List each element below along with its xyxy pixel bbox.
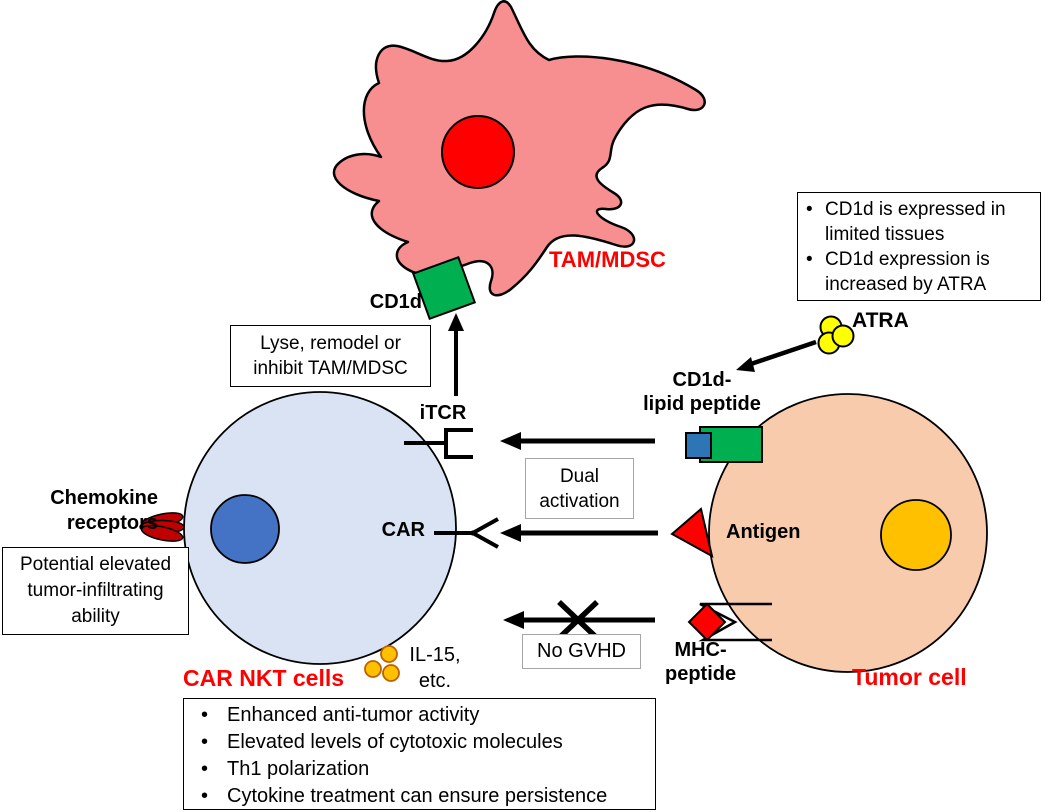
antigen-label: Antigen	[726, 521, 801, 543]
cd1d-info-item: CD1d expression is increased by ATRA	[798, 247, 1040, 297]
nkt-benefit-item: Th1 polarization	[184, 756, 655, 783]
itcr-receptor	[404, 428, 473, 459]
antigen-molecule	[670, 507, 714, 558]
cd1d-info-item: CD1d is expressed in limited tissues	[798, 197, 1040, 247]
tumor-cell-label: Tumor cell	[852, 664, 967, 690]
car-label: CAR	[381, 519, 425, 541]
il15-label: IL-15, etc.	[409, 644, 461, 692]
car-nkt-cells-label: CAR NKT cells	[183, 665, 345, 691]
itcr-label: iTCR	[419, 402, 467, 424]
tam-mdsc-cell	[332, 0, 706, 297]
cd1d-lipid-peptide-label: CD1d- lipid peptide	[643, 369, 761, 415]
tam-mdsc-label: TAM/MDSC	[549, 247, 666, 272]
lyse-remodel-box: Lyse, remodel or inhibit TAM/MDSC	[230, 325, 431, 387]
il15-molecules	[364, 645, 400, 682]
lysis-arrow	[448, 313, 464, 396]
x-mark-icon	[557, 600, 599, 640]
car-nkt-nucleus	[210, 494, 280, 564]
cd1d-lipid-complex	[685, 426, 763, 463]
nkt-benefit-item: Enhanced anti-tumor activity	[184, 702, 655, 729]
atra-label: ATRA	[852, 309, 909, 332]
dual-activation-box: Dual activation	[525, 458, 634, 519]
tumor-nucleus	[880, 499, 952, 571]
nkt-benefits-box: Enhanced anti-tumor activity Elevated le…	[183, 698, 656, 810]
nkt-benefit-item: Cytokine treatment can ensure persistenc…	[184, 783, 655, 810]
no-gvhd-box: No GVHD	[522, 634, 641, 669]
atra-arrow	[736, 339, 817, 372]
atra-molecules	[817, 315, 855, 355]
itcr-activation-arrow	[500, 432, 655, 450]
tumor-cell-body	[708, 393, 988, 673]
cd1d-label: CD1d	[369, 291, 422, 313]
chemokine-receptors	[139, 512, 185, 542]
chemokine-receptors-label: Chemokine receptors	[50, 487, 158, 534]
tam-mdsc-nucleus	[441, 115, 515, 189]
mhc-peptide-label: MHC- peptide	[665, 639, 737, 685]
car-receptor	[434, 517, 499, 549]
no-gvhd-arrow	[503, 600, 655, 640]
cd1d-info-box: CD1d is expressed in limited tissues CD1…	[797, 192, 1041, 301]
cd1d-molecule	[411, 255, 477, 321]
nkt-benefit-item: Elevated levels of cytotoxic molecules	[184, 729, 655, 756]
mhc-peptide-complex	[687, 602, 772, 642]
car-activation-arrow	[500, 524, 658, 542]
tumor-infiltrating-box: Potential elevated tumor-infiltrating ab…	[2, 547, 189, 635]
